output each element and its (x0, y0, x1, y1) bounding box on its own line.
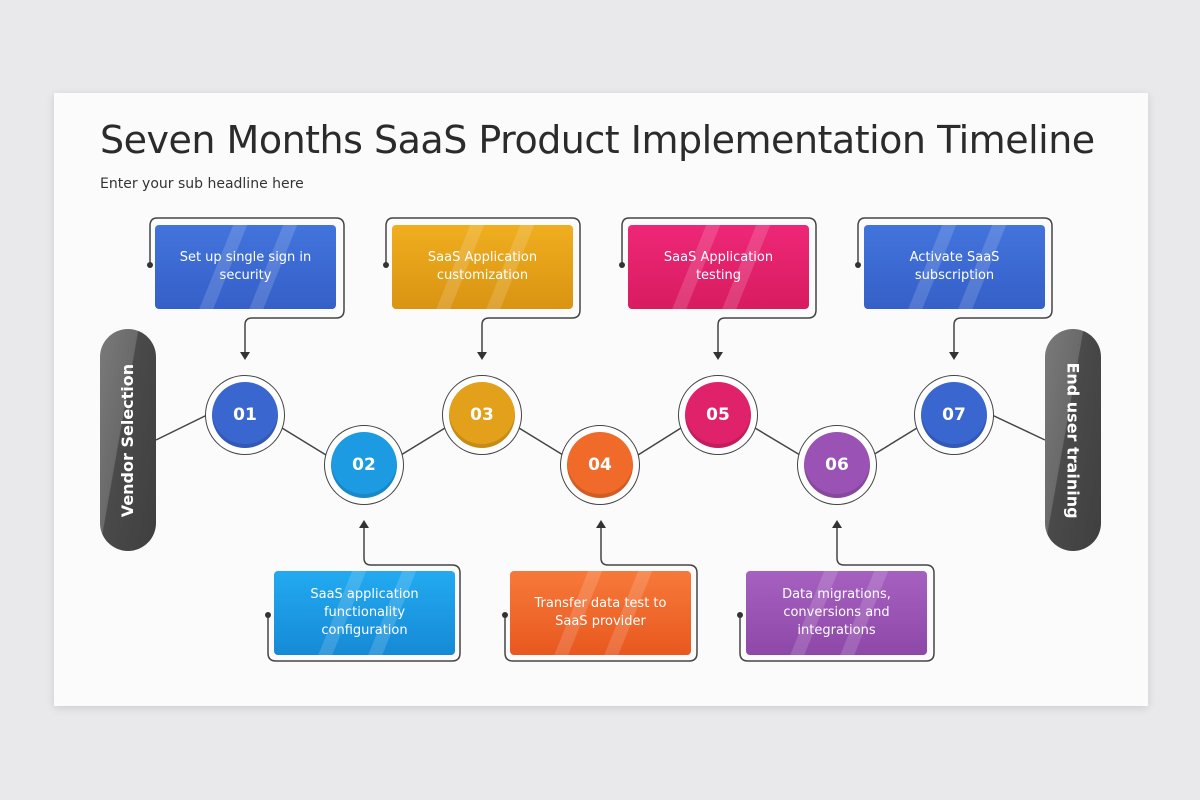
step-04-number: 04 (567, 432, 633, 498)
step-02-node: 02 (324, 425, 404, 505)
end-milestone-pill: End user training (1045, 329, 1101, 551)
step-07-box: Activate SaaS subscription (864, 225, 1045, 309)
step-03-box: SaaS Application customization (392, 225, 573, 309)
page-title: Seven Months SaaS Product Implementation… (100, 118, 1095, 162)
page-subtitle: Enter your sub headline here (100, 176, 304, 192)
step-06-box: Data migrations, conversions and integra… (746, 571, 927, 655)
step-07-number: 07 (921, 382, 987, 448)
step-07-text: Activate SaaS subscription (909, 250, 1000, 283)
step-05-text: SaaS Application testing (663, 250, 774, 283)
step-01-text: Set up single sign in security (179, 250, 312, 283)
step-01-number: 01 (212, 382, 278, 448)
step-02-box: SaaS application functionality configura… (274, 571, 455, 655)
step-03-node: 03 (442, 375, 522, 455)
step-06-node: 06 (797, 425, 877, 505)
step-04-text: Transfer data test to SaaS provider (534, 596, 667, 629)
step-03-number: 03 (449, 382, 515, 448)
end-milestone-label: End user training (1063, 361, 1083, 519)
step-02-number: 02 (331, 432, 397, 498)
step-04-box: Transfer data test to SaaS provider (510, 571, 691, 655)
step-06-text: Data migrations, conversions and integra… (782, 587, 891, 638)
step-05-number: 05 (685, 382, 751, 448)
step-03-text: SaaS Application customization (427, 250, 538, 283)
step-07-node: 07 (914, 375, 994, 455)
step-01-node: 01 (205, 375, 285, 455)
step-02-text: SaaS application functionality configura… (310, 587, 419, 638)
step-04-node: 04 (560, 425, 640, 505)
start-milestone-pill: Vendor Selection (100, 329, 156, 551)
step-05-node: 05 (678, 375, 758, 455)
step-06-number: 06 (804, 432, 870, 498)
step-01-box: Set up single sign in security (155, 225, 336, 309)
step-05-box: SaaS Application testing (628, 225, 809, 309)
start-milestone-label: Vendor Selection (118, 363, 138, 517)
